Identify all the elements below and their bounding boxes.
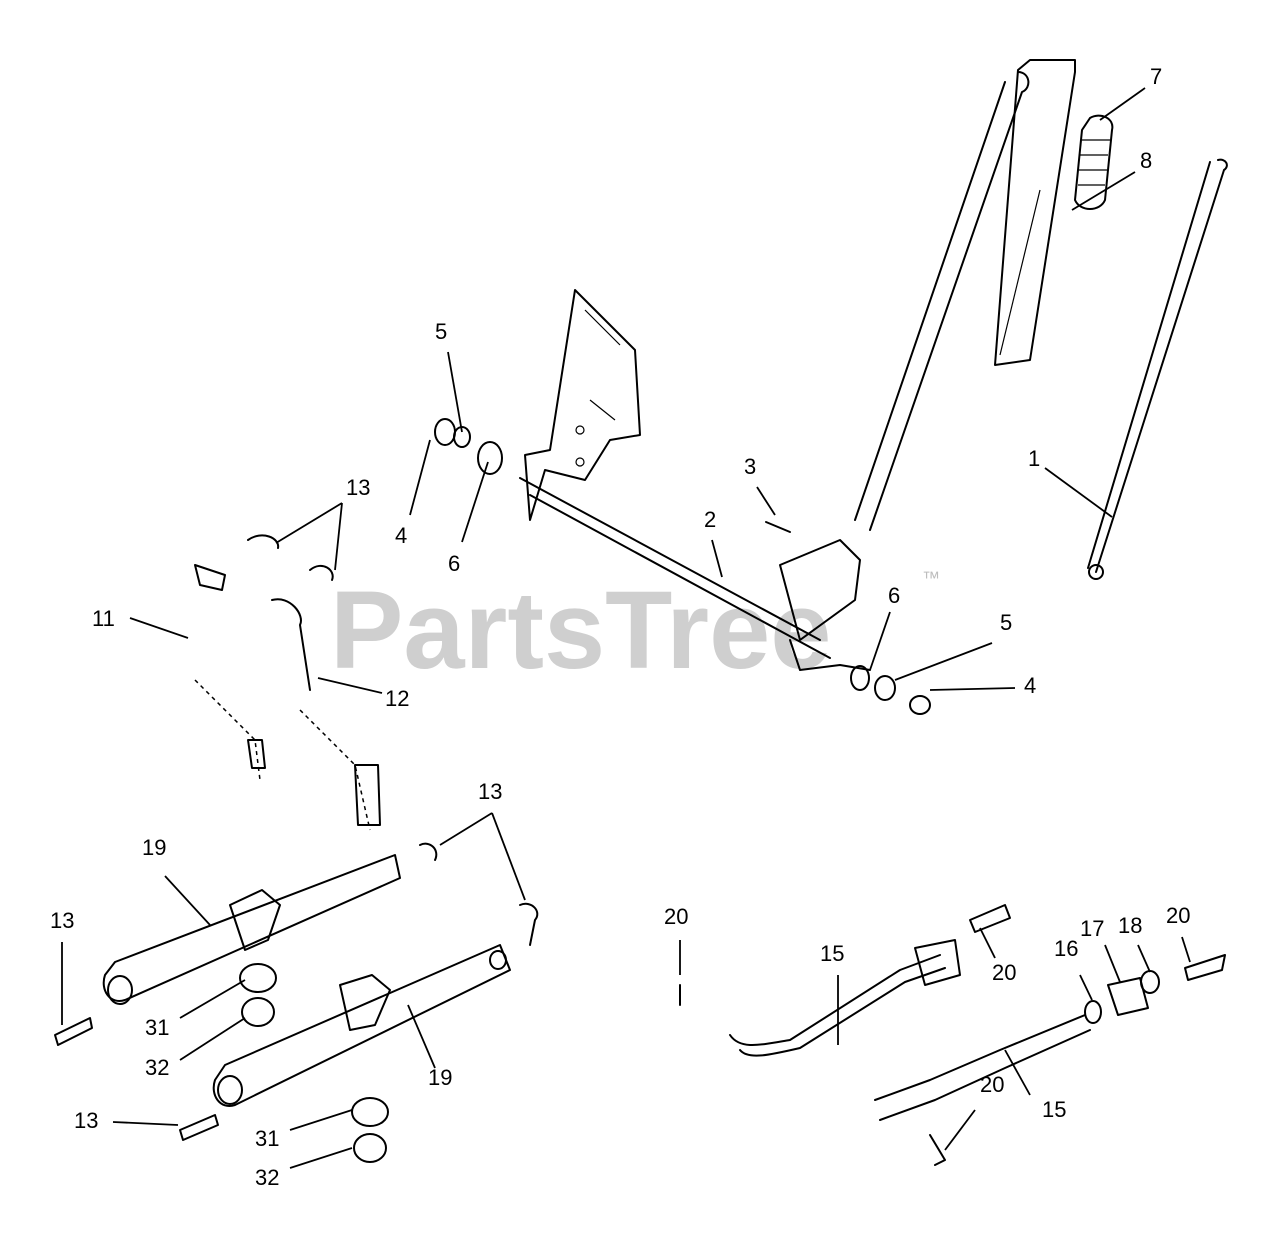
lever-handle <box>854 59 1076 531</box>
callout-20-right: 20 <box>1166 903 1190 928</box>
callout-15-bottom: 15 <box>1042 1097 1066 1122</box>
callout-18: 18 <box>1118 913 1142 938</box>
callout-20-far-left: 20 <box>664 904 688 929</box>
callout-19-lower: 19 <box>428 1065 452 1090</box>
linkage-rods <box>194 534 381 831</box>
callout-2: 2 <box>704 507 716 532</box>
lift-arm-upper <box>102 842 438 1005</box>
callout-20-mid: 20 <box>992 960 1016 985</box>
callout-31-lower: 31 <box>255 1126 279 1151</box>
lift-arm-lower <box>212 902 539 1107</box>
callout-31-upper: 31 <box>145 1015 169 1040</box>
control-rod <box>1087 158 1228 580</box>
callout-16: 16 <box>1054 936 1078 961</box>
callout-19-upper: 19 <box>142 835 166 860</box>
callout-5-right: 5 <box>1000 610 1012 635</box>
callout-12: 12 <box>385 686 409 711</box>
callout-15-top: 15 <box>820 941 844 966</box>
callout-6-left: 6 <box>448 551 460 576</box>
watermark-trademark: ™ <box>922 568 940 588</box>
callout-32-upper: 32 <box>145 1055 169 1080</box>
callout-4-right: 4 <box>1024 673 1036 698</box>
drawbar-links <box>679 904 1226 1166</box>
callout-1: 1 <box>1028 446 1040 471</box>
callout-32-lower: 32 <box>255 1165 279 1190</box>
callout-13-top: 13 <box>346 475 370 500</box>
callout-11: 11 <box>92 606 115 631</box>
callout-13-bottom: 13 <box>74 1108 98 1133</box>
callout-8: 8 <box>1140 148 1152 173</box>
leader-lines <box>61 87 1191 1169</box>
callout-17: 17 <box>1080 916 1104 941</box>
callout-4-left: 4 <box>395 523 407 548</box>
watermark: PartsTree <box>330 569 831 692</box>
callout-7: 7 <box>1150 64 1162 89</box>
callout-5-left: 5 <box>435 319 447 344</box>
handle-grip <box>1074 114 1114 210</box>
callout-labels: 1 2 3 4 4 5 5 6 6 7 8 11 12 13 13 13 13 … <box>50 64 1190 1190</box>
callout-20-bottom: 20 <box>980 1072 1004 1097</box>
mounting-bracket <box>524 289 641 521</box>
callout-13-mid: 13 <box>478 779 502 804</box>
callout-13-left: 13 <box>50 908 74 933</box>
nuts <box>54 963 389 1163</box>
callout-3: 3 <box>744 454 756 479</box>
callout-6-right: 6 <box>888 583 900 608</box>
